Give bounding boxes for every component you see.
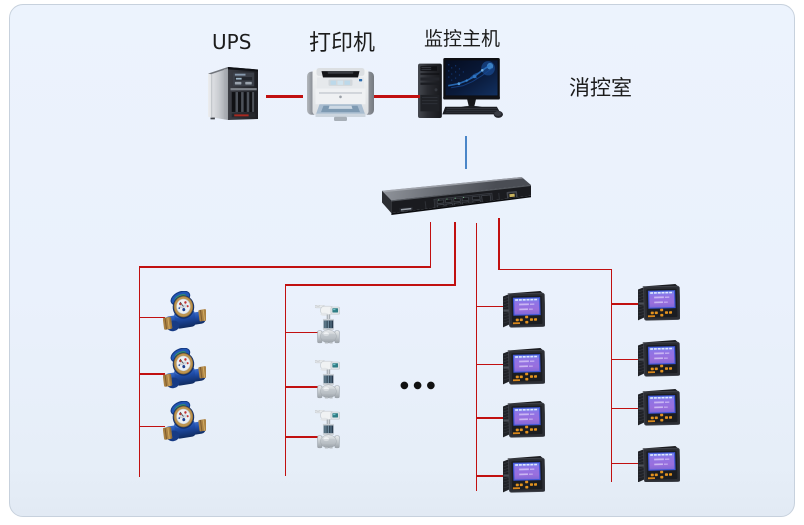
power-meter-icon: [503, 347, 545, 385]
branch2-drop-1: [286, 331, 319, 334]
power-meter-right-1: [638, 283, 680, 321]
branch2-header: [284, 284, 457, 286]
branch1-drop-3: [140, 425, 165, 428]
branch4-trunk: [610, 268, 613, 482]
printer-label: 打印机: [309, 31, 376, 56]
power-meter-icon: [503, 400, 545, 438]
flow-valve-2: [315, 360, 340, 399]
branch3-trunk: [475, 223, 478, 491]
flow-valve-icon: [315, 305, 340, 344]
ups-device: [208, 67, 258, 120]
rack-switch-icon: [382, 177, 531, 215]
switch-stub-4: [498, 218, 501, 271]
switch-stub-1: [429, 222, 432, 268]
power-meter-icon: [503, 455, 545, 493]
branch3-drop-2: [477, 363, 504, 366]
power-meter-icon: [638, 444, 680, 482]
ups-tower-icon: [208, 67, 258, 120]
power-meter-icon: [638, 283, 680, 321]
ups-label: UPS: [212, 30, 252, 54]
desktop-computer-icon: [418, 58, 503, 118]
switch-device: [382, 177, 531, 215]
power-meter-left-2: [503, 347, 545, 385]
link-ups-printer: [266, 95, 303, 98]
power-meter-icon: [638, 388, 680, 426]
monitor-host-label: 监控主机: [424, 28, 501, 50]
branch2-trunk: [284, 284, 287, 477]
more-devices-ellipsis: ●●●: [400, 379, 440, 391]
branch4-drop-3: [612, 407, 640, 410]
branch3-drop-3: [477, 417, 504, 419]
branch3-drop-4: [477, 475, 504, 477]
branch1-drop-1: [140, 316, 165, 319]
uplink-host-switch: [464, 136, 467, 169]
power-meter-right-2: [638, 339, 680, 377]
branch1-header: [138, 266, 432, 268]
printer-icon: [307, 68, 374, 121]
switch-stub-2: [454, 222, 457, 286]
water-meter-2: [163, 347, 206, 389]
branch4-drop-1: [612, 303, 640, 305]
branch1-trunk: [138, 266, 141, 478]
power-meter-icon: [638, 339, 680, 377]
branch2-drop-2: [286, 386, 319, 388]
power-meter-left-3: [503, 400, 545, 438]
water-meter-1: [163, 291, 206, 332]
control-room-label: 消控室: [569, 76, 632, 100]
diagram-panel: [9, 4, 795, 517]
link-printer-host: [374, 95, 420, 98]
power-meter-right-4: [638, 444, 680, 482]
flow-valve-1: [315, 305, 340, 344]
power-meter-left-1: [503, 290, 545, 328]
branch4-header: [498, 268, 613, 271]
branch1-drop-2: [140, 373, 165, 375]
flow-valve-icon: [315, 410, 340, 449]
power-meter-right-3: [638, 388, 680, 426]
branch4-drop-2: [612, 358, 640, 361]
power-meter-icon: [503, 290, 545, 328]
monitor-host-device: [418, 58, 503, 118]
water-meter-icon: [163, 400, 206, 442]
branch4-drop-4: [612, 462, 640, 465]
branch3-drop-1: [477, 305, 504, 308]
flow-valve-icon: [315, 360, 340, 399]
branch2-drop-3: [286, 436, 319, 438]
water-meter-icon: [163, 291, 206, 332]
printer-device: [307, 68, 374, 121]
flow-valve-3: [315, 410, 340, 449]
power-meter-left-4: [503, 455, 545, 493]
water-meter-3: [163, 400, 206, 442]
water-meter-icon: [163, 347, 206, 389]
